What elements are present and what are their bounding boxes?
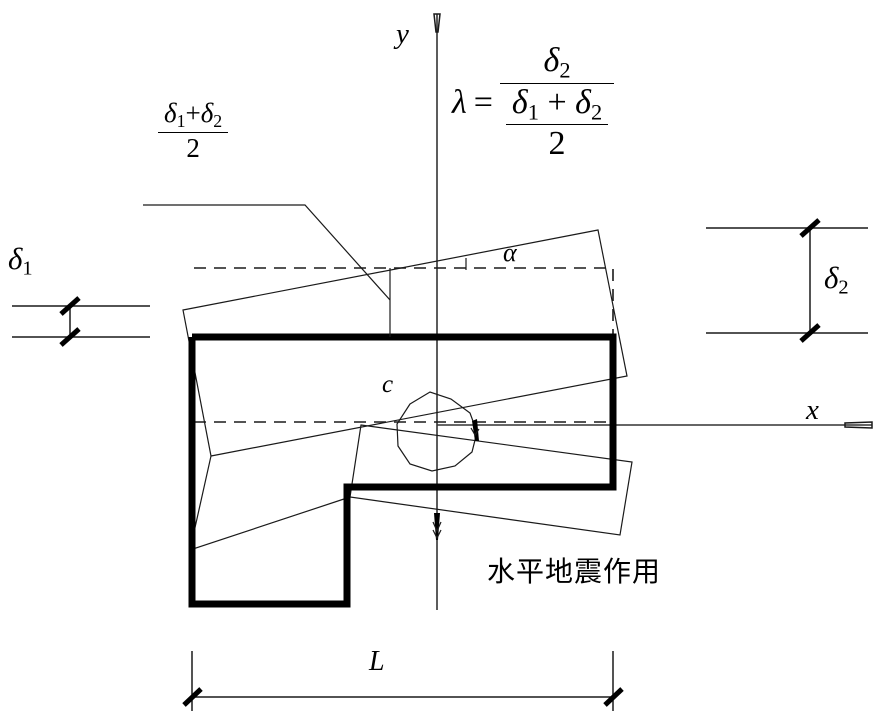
delta2-subscript: 2 bbox=[838, 276, 849, 299]
centroid-arrow-tail-icon bbox=[470, 427, 480, 437]
inner-delta1-symbol: δ bbox=[511, 83, 528, 121]
average-displacement-fraction: δ1+δ2 2 bbox=[158, 98, 229, 163]
y-axis-label: y bbox=[396, 18, 409, 50]
l-tick-right-icon bbox=[603, 687, 624, 707]
delta2-tick-top-icon bbox=[799, 218, 821, 238]
delta1-symbol: δ bbox=[8, 241, 23, 276]
centroid-blob-shape bbox=[396, 391, 478, 472]
seismic-action-label: 水平地震作用 bbox=[487, 555, 662, 588]
lambda-numerator: δ2 bbox=[499, 42, 615, 84]
delta1-tick-top-icon bbox=[59, 296, 81, 316]
average-numerator: δ1+δ2 bbox=[158, 98, 229, 133]
alpha-angle-label: α bbox=[503, 238, 517, 267]
lambda-formula: λ = δ2 δ1 + δ2 2 bbox=[452, 42, 615, 162]
lambda-symbol: λ bbox=[452, 83, 467, 121]
average-denominator-two: 2 bbox=[186, 132, 200, 163]
lambda-fraction: δ2 δ1 + δ2 2 bbox=[499, 42, 615, 162]
rotated-upper-block bbox=[182, 229, 628, 457]
avg-delta1-subscript: 1 bbox=[176, 110, 186, 131]
seismic-arrow-icon bbox=[434, 513, 440, 540]
avg-delta2-subscript: 2 bbox=[213, 110, 223, 131]
delta2-tick-bottom-icon bbox=[799, 323, 821, 343]
delta1-tick-bottom-icon bbox=[59, 327, 81, 347]
avg-plus-sign: + bbox=[185, 98, 201, 128]
x-axis-arrow-icon bbox=[844, 421, 873, 429]
length-label: L bbox=[369, 646, 385, 677]
average-displacement-leader-line bbox=[143, 204, 391, 301]
average-displacement-label: δ1+δ2 2 bbox=[158, 98, 229, 163]
inner-delta2-subscript: 2 bbox=[590, 99, 603, 124]
x-axis-label: x bbox=[806, 394, 819, 426]
rotated-lower-block bbox=[349, 424, 633, 536]
delta2-label: δ2 bbox=[824, 262, 849, 298]
inner-plus-sign: + bbox=[547, 83, 567, 121]
numerator-delta-symbol: δ bbox=[543, 42, 560, 79]
inner-average-fraction: δ1 + δ2 2 bbox=[505, 83, 609, 163]
delta2-symbol: δ bbox=[824, 260, 839, 295]
centroid-label: c bbox=[382, 371, 394, 398]
inner-numerator: δ1 + δ2 bbox=[505, 83, 609, 126]
inner-delta2-symbol: δ bbox=[575, 83, 591, 121]
delta1-label: δ1 bbox=[8, 243, 33, 279]
y-axis-arrow-icon bbox=[433, 13, 441, 33]
inner-delta1-subscript: 1 bbox=[527, 99, 539, 124]
centroid-arrow-icon bbox=[472, 419, 479, 441]
numerator-delta-subscript: 2 bbox=[559, 57, 571, 83]
rotated-left-flank bbox=[189, 455, 351, 551]
lambda-denominator: δ1 + δ2 2 bbox=[500, 84, 614, 162]
inner-denominator-two: 2 bbox=[548, 125, 566, 163]
delta1-subscript: 1 bbox=[22, 257, 33, 280]
dashed-reference-rectangle bbox=[194, 267, 614, 423]
seismic-arrow-feather-icon bbox=[432, 521, 442, 540]
equals-sign: = bbox=[473, 83, 493, 121]
avg-delta2-symbol: δ bbox=[200, 98, 214, 128]
lshape-building-outline bbox=[188, 333, 617, 608]
l-tick-left-icon bbox=[182, 687, 203, 707]
avg-delta1-symbol: δ bbox=[164, 98, 177, 128]
